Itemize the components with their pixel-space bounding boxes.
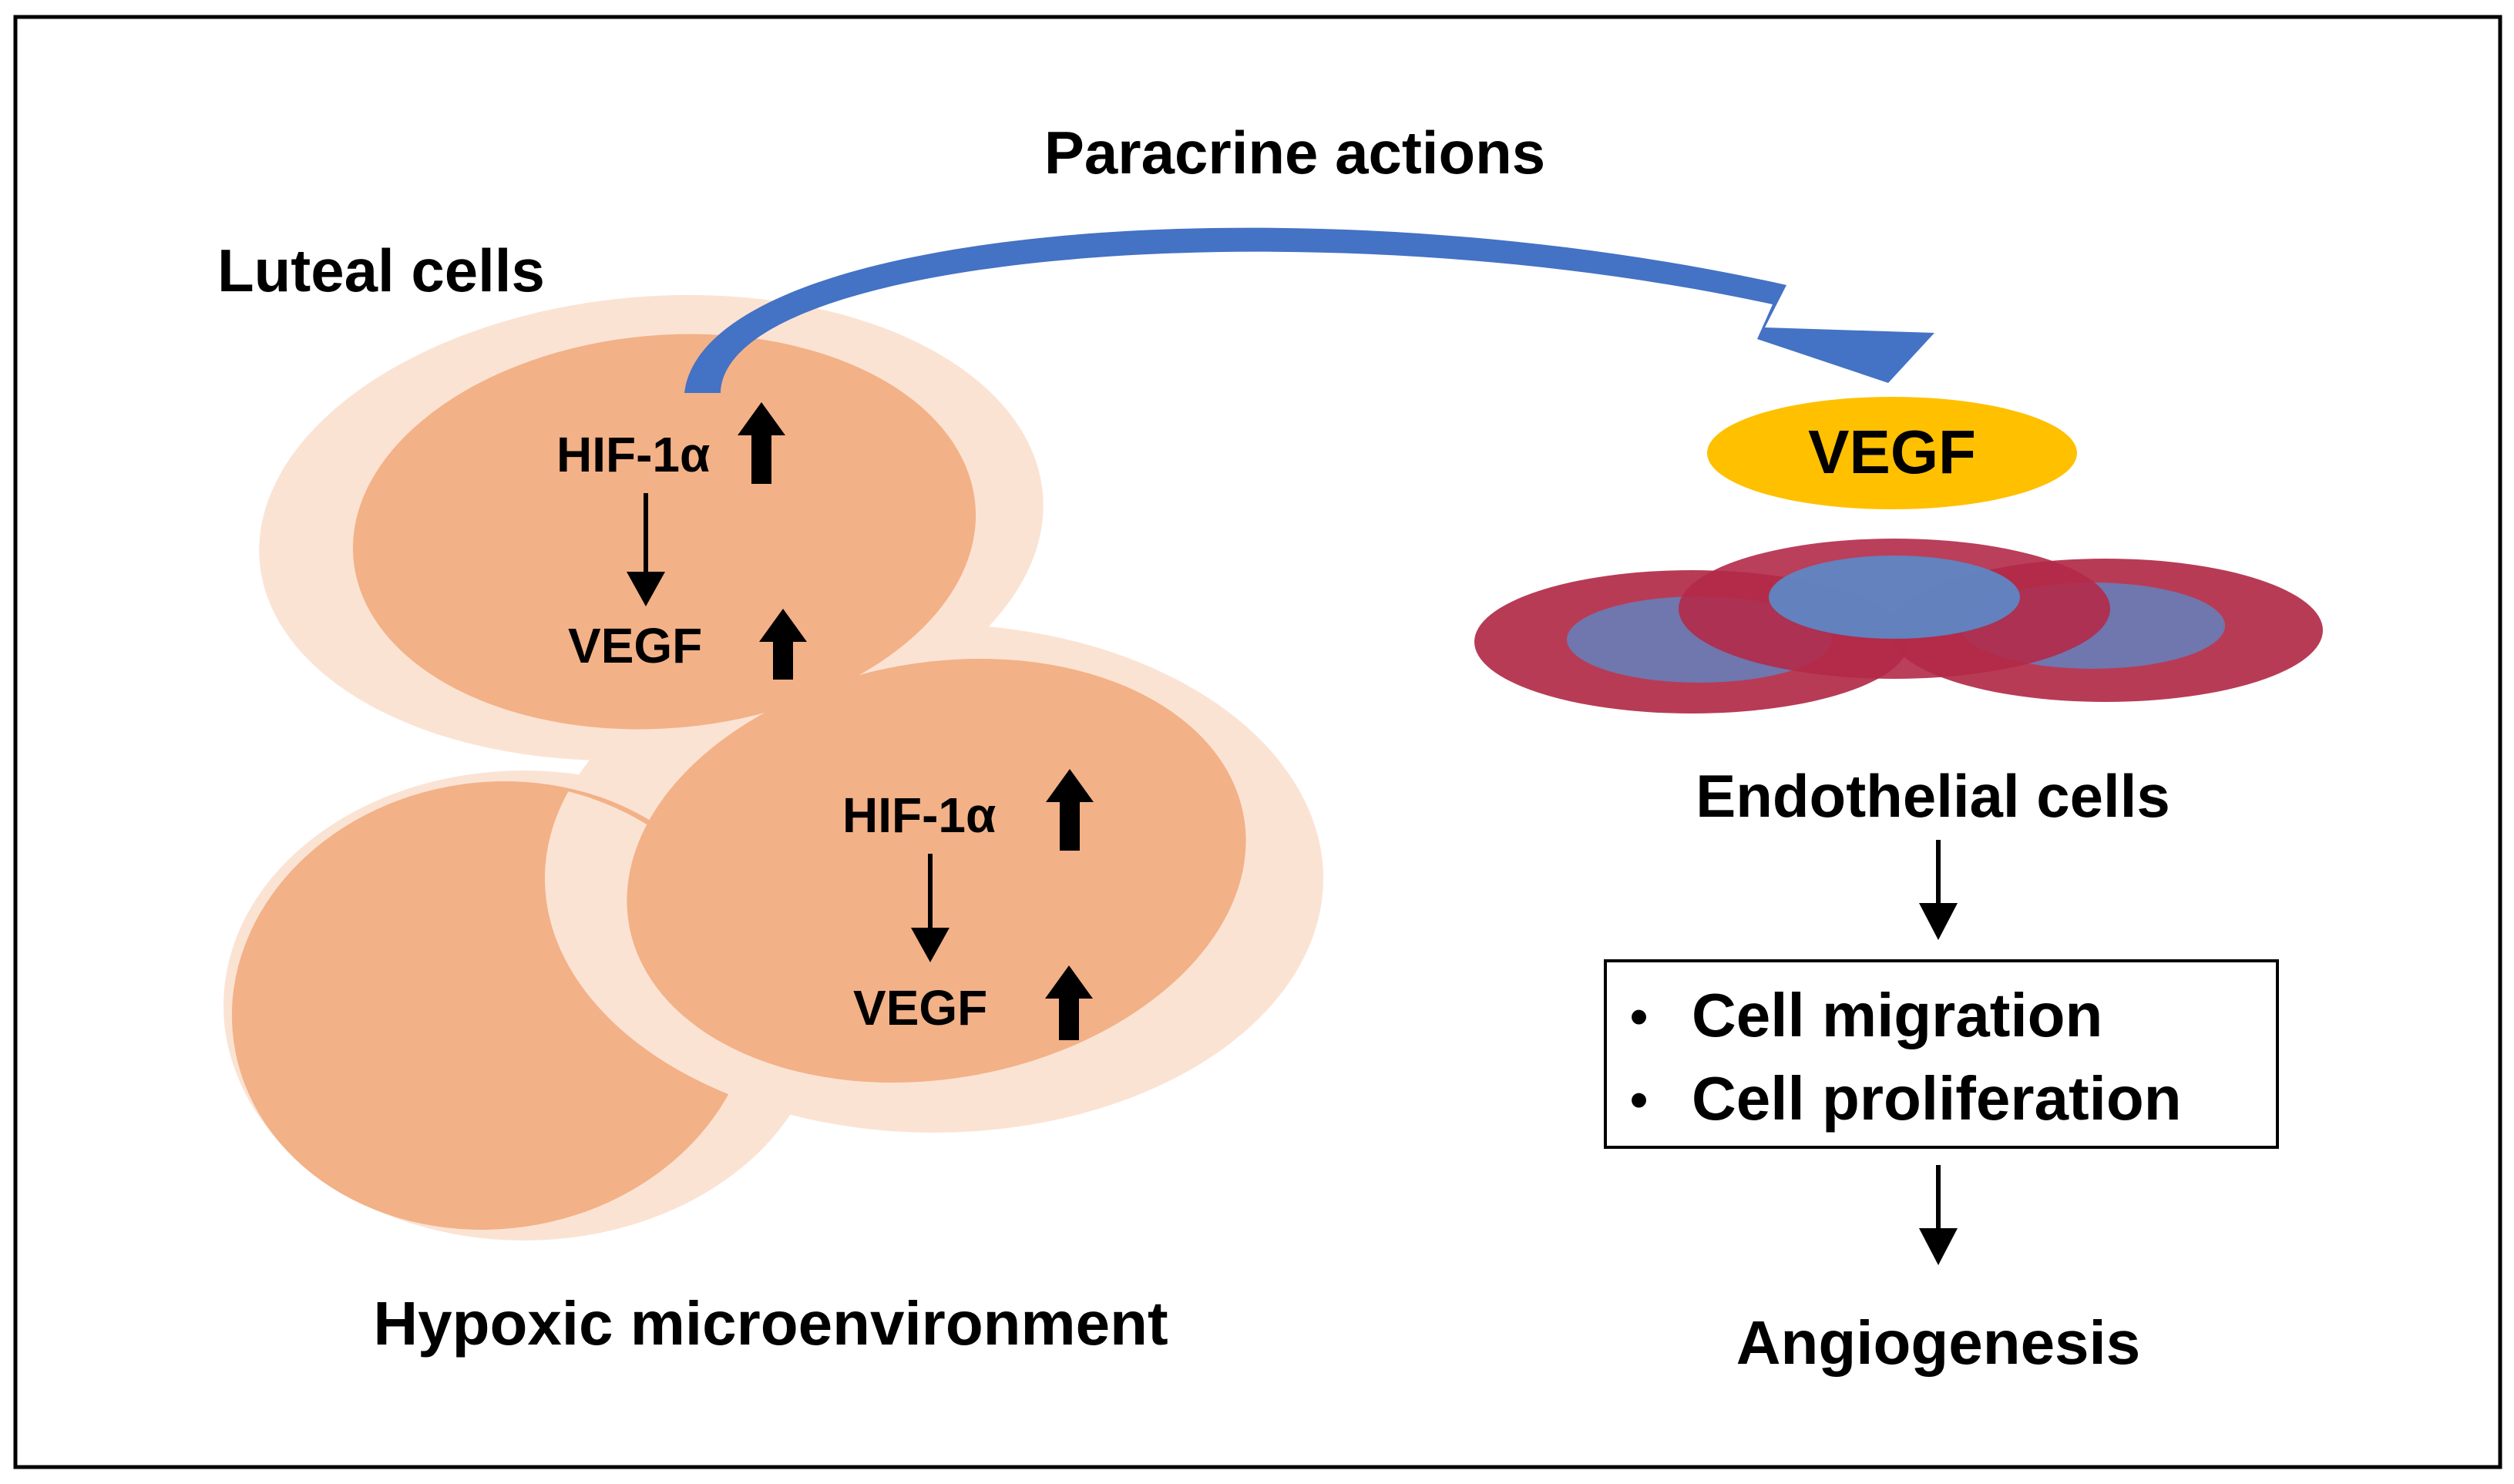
bottom-cell-signals: HIF-1α VEGF — [842, 769, 1094, 1040]
luteal-cell-right-body — [627, 658, 1246, 1083]
paracrine-label: Paracrine actions — [1044, 119, 1545, 186]
down-arrow-head — [1919, 903, 1958, 940]
effect-bullet: • — [1630, 1071, 1648, 1128]
luteal-cell-top-body — [352, 334, 976, 730]
angiogenesis-label: Angiogenesis — [1736, 1308, 2141, 1377]
effects-box — [1604, 959, 2279, 1149]
up-arrow-icon — [759, 609, 807, 680]
down-arrow-head — [627, 572, 665, 606]
endothelial-label: Endothelial cells — [1696, 762, 2170, 830]
up-arrow-icon — [738, 402, 785, 484]
endothelial-cell-center-nucleus — [1769, 556, 2020, 639]
hypoxic-label: Hypoxic microenvironment — [373, 1289, 1168, 1358]
diagram-frame — [13, 15, 2502, 1469]
endothelial-cells — [1474, 539, 2323, 713]
effect-item: Cell proliferation — [1692, 1064, 2182, 1133]
down-arrow-head — [911, 928, 949, 962]
vegf-ligand — [1707, 397, 2077, 509]
up-arrow-icon — [1046, 769, 1094, 851]
down-arrow-head — [1919, 1228, 1958, 1265]
curved-arrow-icon — [684, 227, 1934, 393]
vegf-ligand-label: VEGF — [1808, 418, 1976, 486]
luteal-label: Luteal cells — [217, 237, 545, 304]
luteal-cell-cluster — [224, 294, 1323, 1241]
bottom-cell-vegf-label: VEGF — [853, 980, 987, 1036]
effect-item: Cell migration — [1692, 981, 2102, 1049]
bottom-cell-hif-label: HIF-1α — [842, 787, 996, 843]
top-cell-hif-label: HIF-1α — [556, 427, 710, 482]
effect-bullet: • — [1630, 988, 1648, 1045]
top-cell-signals: HIF-1α VEGF — [556, 402, 807, 680]
top-cell-vegf-label: VEGF — [568, 618, 702, 673]
up-arrow-icon — [1045, 965, 1093, 1040]
